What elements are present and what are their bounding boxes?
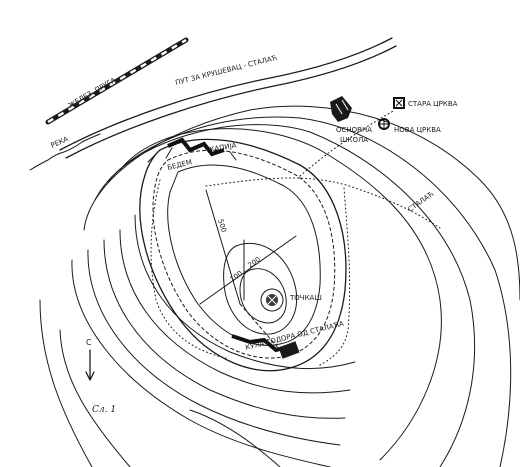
gate-structure (147, 137, 237, 163)
scale-label-100: 100 (229, 269, 245, 283)
new-church-label: НОВА ЦРКВА (394, 126, 441, 134)
summit-marker-icon (266, 294, 278, 306)
old-church-label: СТАРА ЦРКВА (408, 100, 458, 108)
contour-lines (39, 105, 520, 467)
fortress-wall (139, 138, 347, 372)
new-church-icon (378, 118, 390, 130)
railway-line (45, 37, 189, 125)
school-building-icon (330, 96, 352, 122)
road-label: ПУТ ЗА КРУШЕВАЦ - СТАЛАЋ (175, 54, 278, 87)
paths (150, 109, 441, 367)
figure-caption: Сл. 1 (92, 405, 116, 415)
scale-label-500: 500 (216, 218, 228, 233)
road (59, 37, 397, 159)
creek (29, 133, 101, 171)
section-lines (199, 189, 297, 351)
tower-structure (231, 334, 300, 359)
scale-label-200: 200 (247, 255, 263, 269)
school-label: ОСНОВНА (336, 126, 372, 134)
north-arrow-icon: С (85, 338, 95, 381)
creek-label: РЕКА (50, 135, 70, 150)
school-label-2: ШКОЛА (340, 136, 368, 144)
railway-label: ЖЕЛЕЗ. ПРУГА (67, 76, 117, 110)
rampart-label: БЕДЕМ (167, 158, 193, 172)
summit-label: ТОЧКАШ (289, 294, 322, 302)
svg-text:С: С (86, 338, 92, 347)
summit-contours (223, 242, 298, 335)
old-church-icon (393, 97, 405, 109)
